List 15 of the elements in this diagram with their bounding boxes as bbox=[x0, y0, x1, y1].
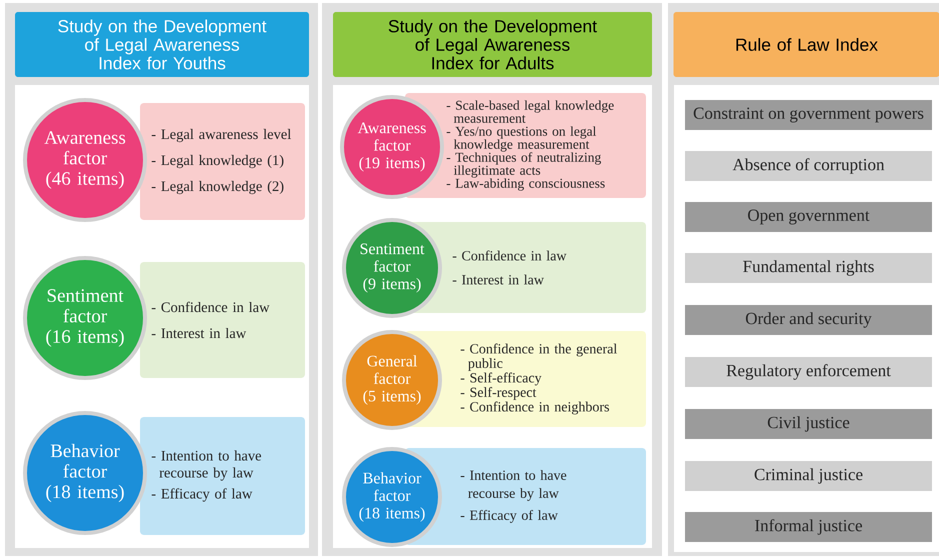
header-bar: Study on the Development of Legal Awareness Index for Youths bbox=[15, 12, 309, 77]
index-bar: Informal justice bbox=[685, 512, 932, 542]
index-bar: Civil justice bbox=[685, 408, 932, 439]
index-bar: Regulatory enforcement bbox=[685, 356, 932, 387]
index-bar: Fundamental rights bbox=[685, 253, 932, 283]
index-bar: Criminal justice bbox=[685, 460, 932, 491]
header-bar: Study on the Development of Legal Awareness Index for Adults bbox=[333, 12, 652, 77]
index-bar: Open government bbox=[685, 202, 932, 232]
index-bar: Order and security bbox=[685, 304, 932, 335]
index-bar: Constraint on government powers bbox=[685, 100, 932, 130]
item-panel: - Intention to have recourse by law - Efficacy of law bbox=[140, 416, 305, 535]
header-bar: Rule of Law Index bbox=[674, 12, 939, 77]
item-panel: - Legal awareness level - Legal knowledge (1) - Legal knowledge (2) bbox=[140, 103, 305, 220]
item-panel: - Confidence in law - Interest in law bbox=[140, 262, 305, 378]
index-bar: Absence of corruption bbox=[685, 151, 932, 181]
